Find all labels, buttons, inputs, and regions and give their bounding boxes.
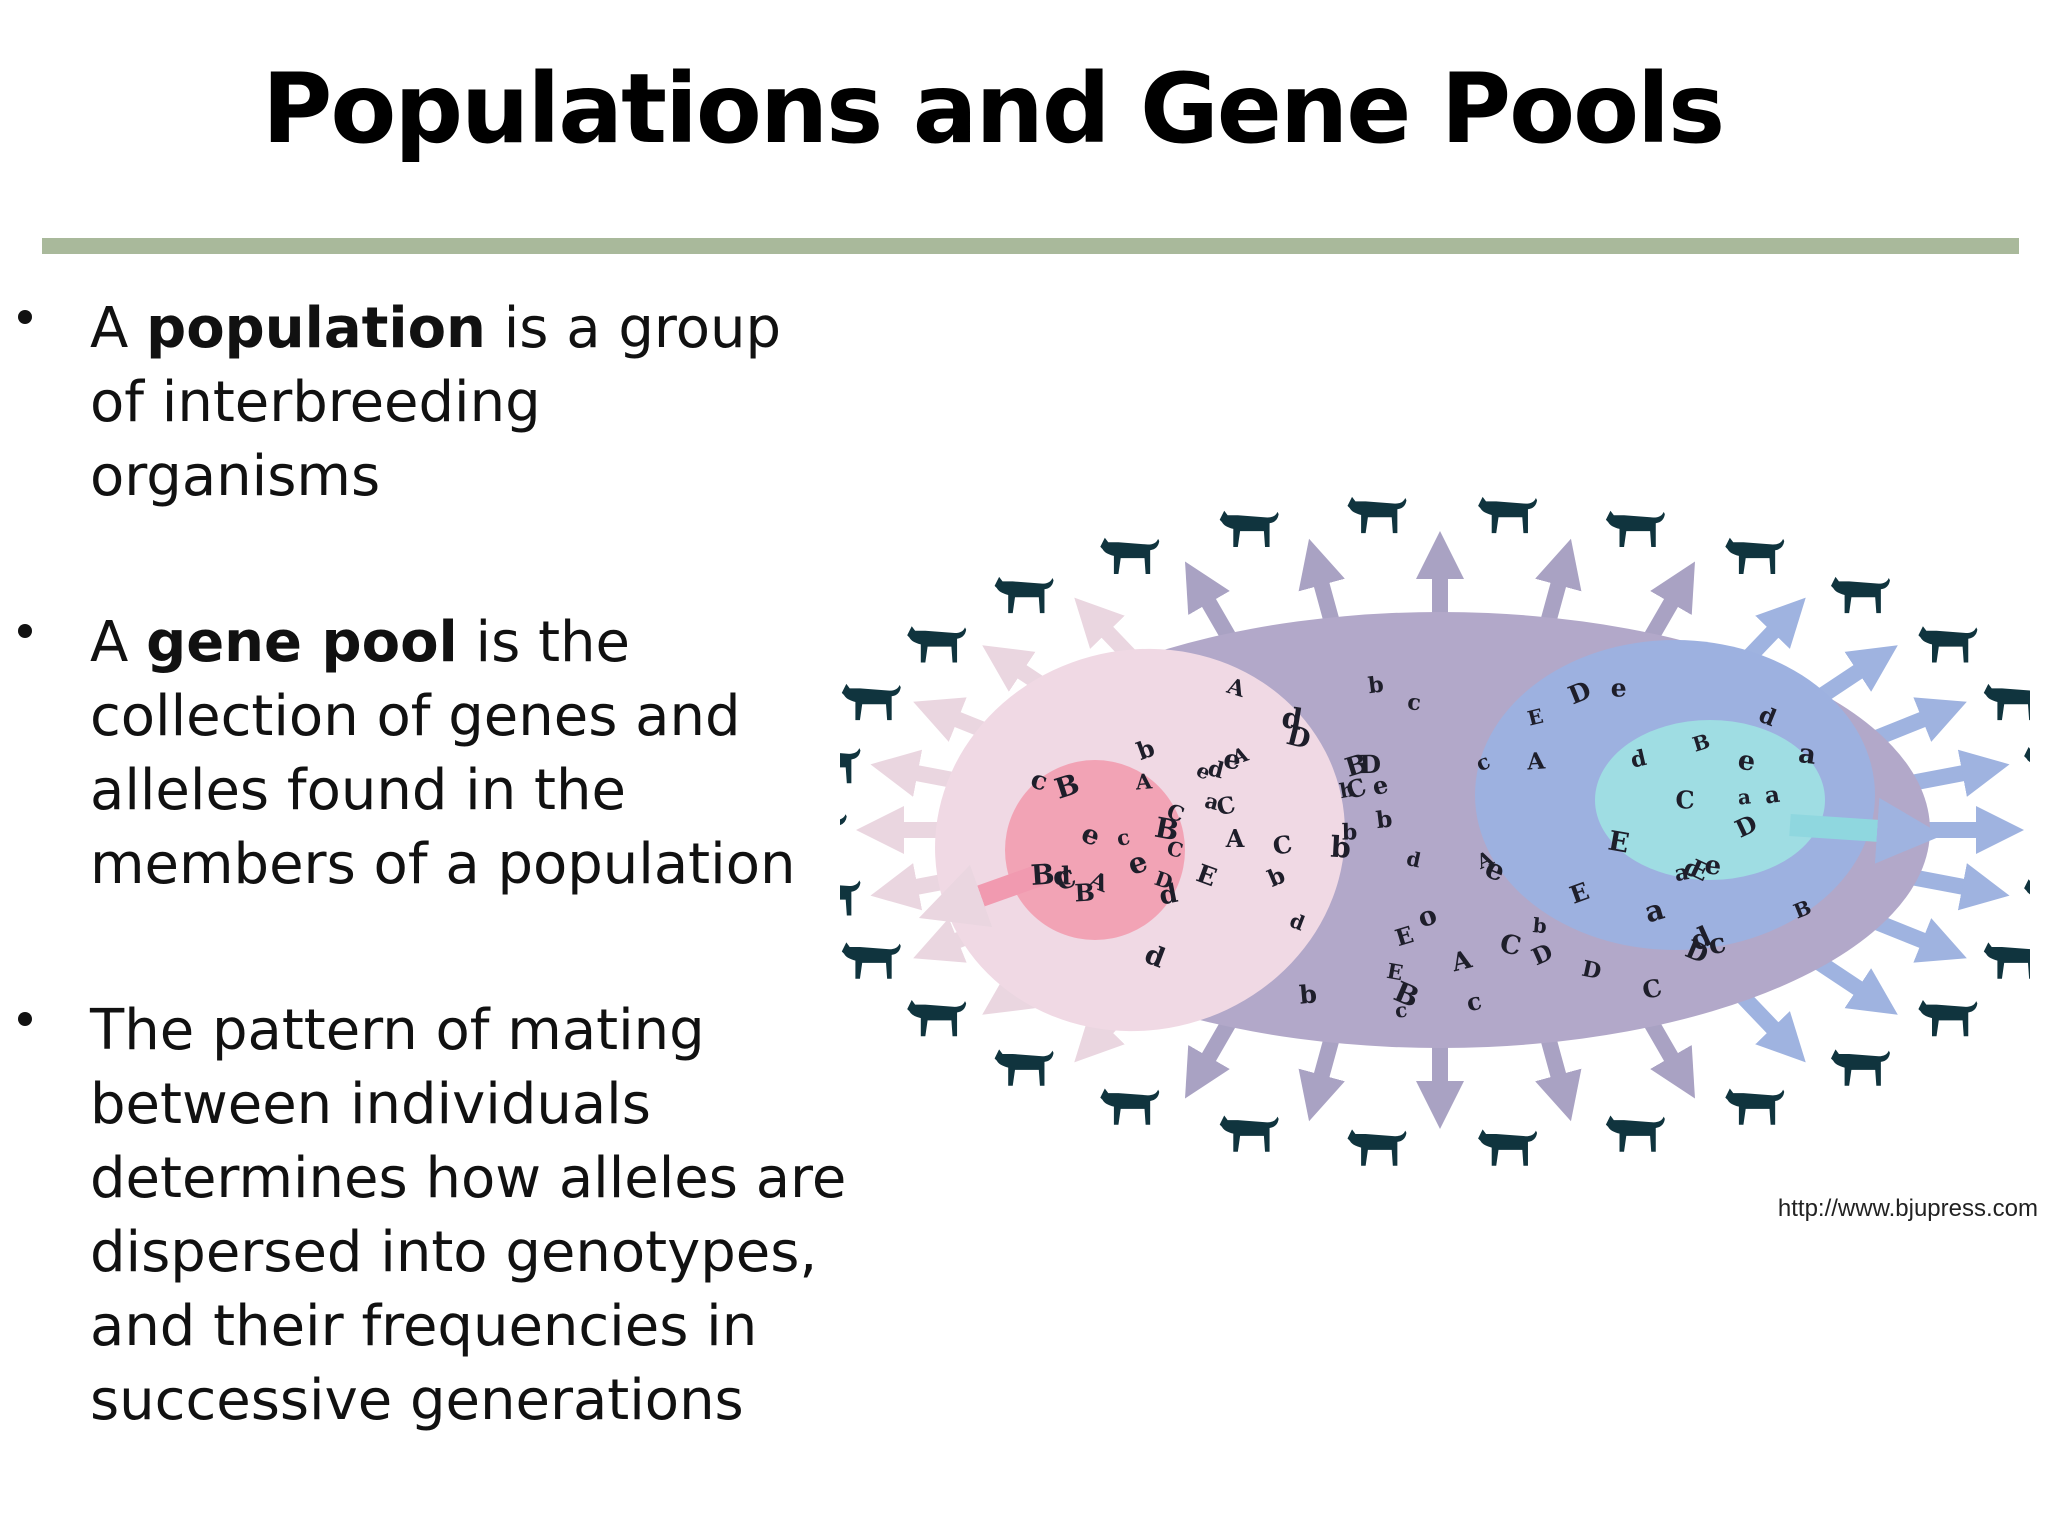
- bullet-list: A population is a group of interbreeding…: [18, 292, 848, 1438]
- allele-letter: e: [1736, 744, 1758, 778]
- allele-letter: a: [1797, 738, 1818, 771]
- dog-icon: [840, 813, 847, 850]
- dog-icon: [1918, 1000, 1978, 1037]
- dog-icon: [1478, 1129, 1538, 1166]
- allele-letter: b: [1532, 913, 1548, 938]
- allele-letter: b: [1342, 819, 1358, 845]
- allele-letter: E: [1525, 704, 1546, 731]
- allele-letter: d: [1053, 861, 1071, 891]
- allele-letter: e: [1369, 769, 1390, 801]
- allele-letter: e: [1610, 673, 1626, 702]
- dog-icon: [1831, 1049, 1890, 1086]
- dog-icon: [1347, 496, 1407, 534]
- title-divider: [42, 238, 2019, 254]
- dog-icon: [1983, 683, 2030, 721]
- dog-icon: [907, 626, 967, 663]
- bullet-marker: [18, 1012, 32, 1026]
- dog-icon: [1219, 1115, 1279, 1152]
- allele-letter: C: [1214, 791, 1238, 821]
- left-core-arrow: [918, 864, 1044, 928]
- dog-icon: [1100, 1088, 1160, 1125]
- allele-letter: c: [1114, 824, 1132, 851]
- dog-icon: [1725, 1088, 1785, 1125]
- allele-letter: b: [1367, 672, 1385, 700]
- allele-letter: C: [1165, 836, 1186, 863]
- dog-icon: [841, 942, 901, 979]
- allele-letter: c: [1705, 926, 1729, 962]
- allele-letter: B: [1030, 857, 1056, 892]
- dog-icon: [2024, 879, 2030, 916]
- bullet-marker: [18, 624, 32, 638]
- allele-letter: a: [1202, 788, 1222, 816]
- allele-letter: a: [1763, 781, 1782, 810]
- allele-letter: c: [1406, 689, 1422, 716]
- allele-letter: e: [1703, 850, 1723, 882]
- allele-letter: A: [1134, 768, 1154, 794]
- bullet-text: A population is a group of interbreeding…: [90, 296, 782, 509]
- dog-icon: [1478, 496, 1538, 534]
- bullet-text: The pattern of mating between individual…: [90, 998, 847, 1433]
- dog-icon: [2024, 747, 2030, 784]
- dog-icon: [994, 576, 1054, 614]
- allele-letter: d: [1157, 879, 1181, 912]
- subpopulation-left-core: [1005, 760, 1185, 940]
- allele-letter: c: [1394, 998, 1409, 1023]
- dog-icon: [841, 683, 901, 721]
- bullet-item: A gene pool is the collection of genes a…: [18, 606, 848, 902]
- allele-letter: a: [1672, 859, 1691, 887]
- dog-icon: [1605, 510, 1665, 547]
- dog-icon: [907, 1000, 967, 1037]
- slide-title: Populations and Gene Pools: [262, 53, 1725, 165]
- dog-icon: [1100, 537, 1160, 574]
- dog-icon: [840, 747, 861, 784]
- allele-letter: h: [1338, 777, 1357, 803]
- image-credit: http://www.bjupress.com: [1777, 1195, 2038, 1222]
- bullet-item: A population is a group of interbreeding…: [18, 292, 848, 514]
- subpopulation-right-core: [1595, 720, 1825, 880]
- allele-letter: c: [1464, 986, 1485, 1018]
- dog-icon: [1219, 510, 1279, 547]
- allele-letter: d: [1628, 745, 1649, 774]
- allele-letter: d: [1404, 846, 1423, 872]
- allele-letter: b: [1375, 805, 1394, 834]
- allele-letter: C: [1676, 786, 1695, 815]
- allele-letter: a: [1737, 784, 1752, 809]
- allele-letter: A: [1525, 747, 1547, 775]
- allele-letter: B: [1074, 877, 1096, 907]
- allele-letter: D: [1359, 750, 1381, 779]
- bullet-text: A gene pool is the collection of genes a…: [90, 610, 796, 897]
- allele-letter: A: [1225, 824, 1245, 853]
- dog-icon: [1983, 942, 2030, 979]
- dog-icon: [1918, 626, 1978, 663]
- dog-icon: [994, 1049, 1054, 1086]
- allele-letter: B: [1690, 729, 1713, 757]
- allele-letter: d: [1205, 755, 1226, 784]
- bullet-item: The pattern of mating between individual…: [18, 994, 848, 1438]
- right-core-arrow: [1789, 797, 1943, 864]
- allele-letter: C: [1271, 829, 1295, 861]
- dog-icon: [1831, 576, 1890, 614]
- dog-icon: [1725, 537, 1785, 574]
- allele-letter: E: [1385, 958, 1405, 985]
- allele-letter: b: [1298, 979, 1318, 1009]
- allele-letter: b: [1330, 830, 1352, 865]
- bullet-marker: [18, 310, 32, 324]
- dog-icon: [1347, 1129, 1407, 1166]
- allele-letter: A: [1228, 742, 1252, 770]
- dog-icon: [840, 879, 861, 916]
- dog-icon: [1605, 1115, 1665, 1152]
- allele-letter: e: [1222, 744, 1243, 777]
